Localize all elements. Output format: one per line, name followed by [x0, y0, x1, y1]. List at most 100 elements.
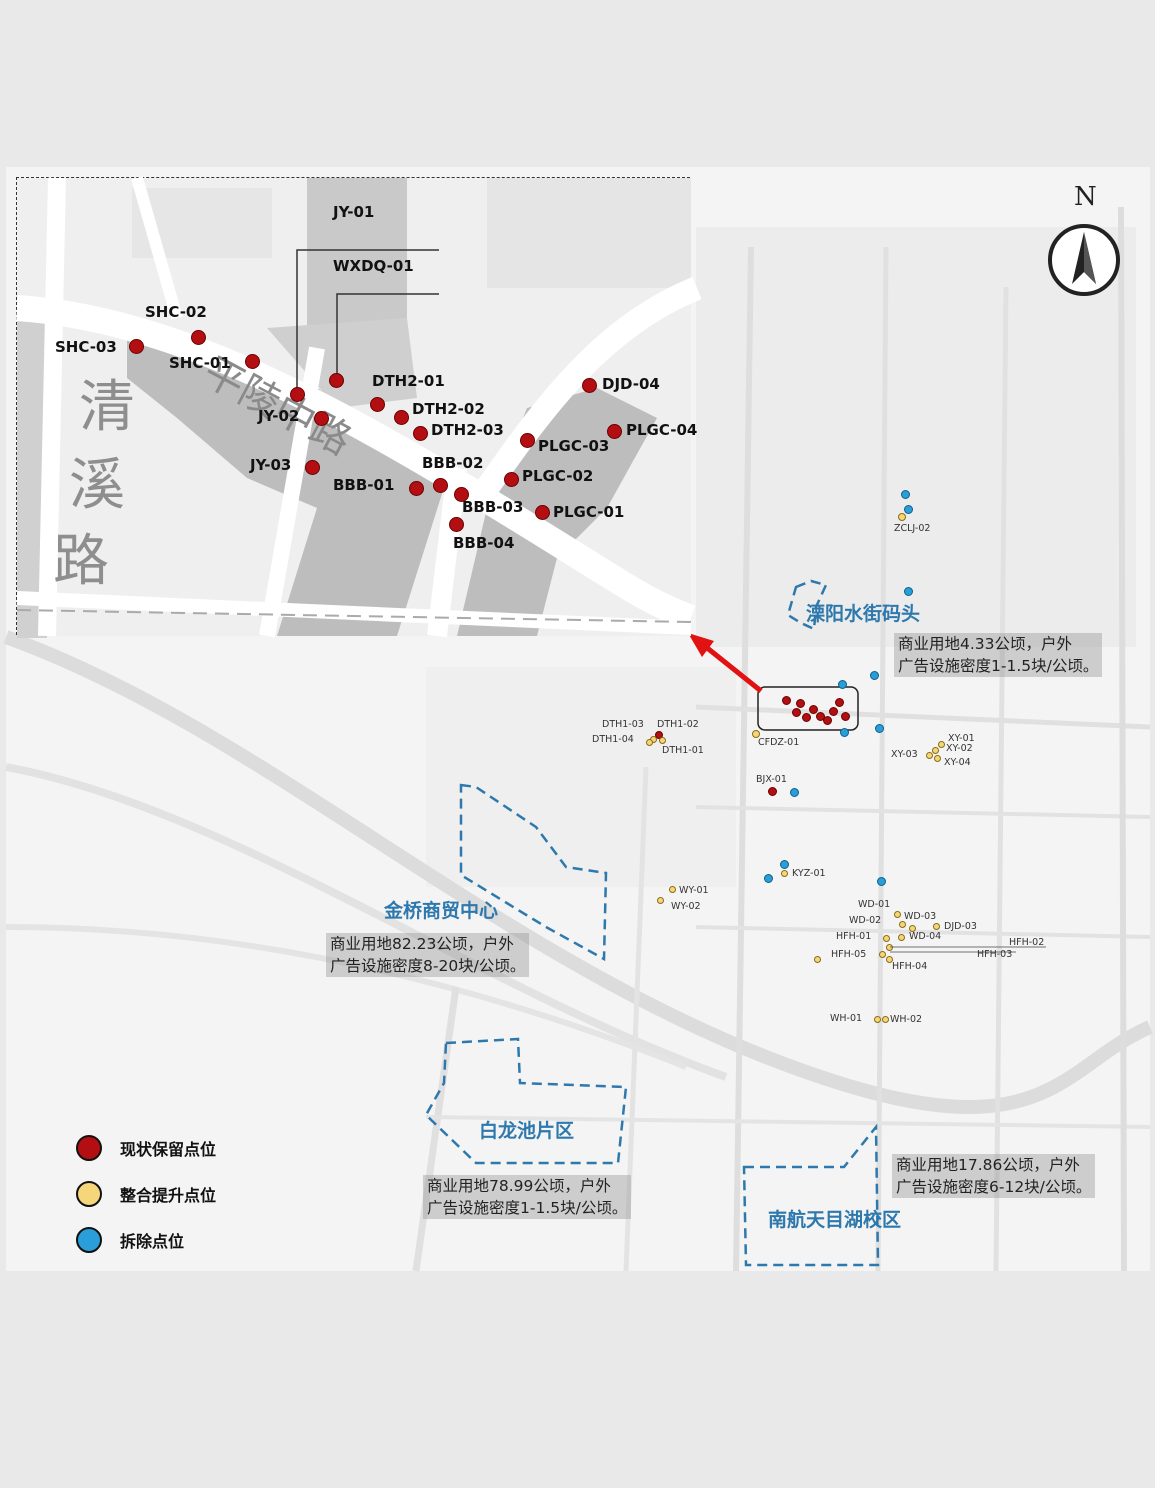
- point-label: BBB-03: [462, 498, 524, 516]
- map-marker[interactable]: [841, 712, 850, 721]
- map-marker-red[interactable]: [433, 478, 448, 493]
- map-marker-red[interactable]: [314, 411, 329, 426]
- map-marker[interactable]: [904, 587, 913, 596]
- point-label: WD-04: [909, 931, 942, 942]
- map-marker[interactable]: [877, 877, 886, 886]
- point-label: JY-01: [333, 203, 375, 221]
- map-marker-red[interactable]: [370, 397, 385, 412]
- map-marker[interactable]: [879, 951, 886, 958]
- map-marker[interactable]: [934, 755, 941, 762]
- map-marker[interactable]: [886, 956, 893, 963]
- map-marker[interactable]: [659, 737, 666, 744]
- map-marker[interactable]: [790, 788, 799, 797]
- map-marker[interactable]: [875, 724, 884, 733]
- point-label: PLGC-02: [522, 467, 594, 485]
- map-marker-red[interactable]: [305, 460, 320, 475]
- point-label: DTH2-02: [412, 400, 485, 418]
- map-marker[interactable]: [932, 747, 939, 754]
- point-label: PLGC-01: [553, 503, 625, 521]
- point-label: DTH1-02: [657, 719, 699, 730]
- point-label: DTH2-01: [372, 372, 445, 390]
- map-marker-red[interactable]: [607, 424, 622, 439]
- legend-item-upgrade: 整合提升点位: [76, 1179, 216, 1209]
- map-marker[interactable]: [883, 935, 890, 942]
- map-marker[interactable]: [909, 925, 916, 932]
- zone-info: 商业用地78.99公顷，户外 广告设施密度1-1.5块/公顷。: [423, 1175, 632, 1219]
- map-marker[interactable]: [796, 699, 805, 708]
- map-marker[interactable]: [899, 921, 906, 928]
- point-label: PLGC-03: [538, 437, 610, 455]
- road-label: 溪: [69, 453, 125, 518]
- zone-info: 商业用地4.33公顷，户外 广告设施密度1-1.5块/公顷。: [894, 633, 1103, 677]
- map-marker-red[interactable]: [454, 487, 469, 502]
- zone-info: 商业用地82.23公顷，户外 广告设施密度8-20块/公顷。: [326, 933, 530, 977]
- map-marker[interactable]: [792, 708, 801, 717]
- map-marker-red[interactable]: [535, 505, 550, 520]
- map-marker[interactable]: [646, 739, 653, 746]
- map-marker-red[interactable]: [290, 387, 305, 402]
- point-label: DTH1-03: [602, 719, 644, 730]
- map-marker-red[interactable]: [329, 373, 344, 388]
- zone-title: 金桥商贸中心: [384, 900, 499, 922]
- map-marker[interactable]: [886, 944, 893, 951]
- map-marker-red[interactable]: [409, 481, 424, 496]
- map-canvas[interactable]: ZCLJ-02 CFDZ-01 DTH1-03 DTH1-02 DTH1-04 …: [3, 167, 1153, 1272]
- map-marker[interactable]: [894, 911, 901, 918]
- map-marker-red[interactable]: [449, 517, 464, 532]
- point-label: HFH-03: [977, 949, 1013, 960]
- map-marker[interactable]: [764, 874, 773, 883]
- map-marker[interactable]: [840, 728, 849, 737]
- map-marker[interactable]: [802, 713, 811, 722]
- map-marker[interactable]: [870, 671, 879, 680]
- map-marker[interactable]: [782, 696, 791, 705]
- point-label: DTH2-03: [431, 421, 504, 439]
- point-label: SHC-01: [169, 354, 231, 372]
- point-label: BBB-02: [422, 454, 484, 472]
- map-marker[interactable]: [829, 707, 838, 716]
- map-marker-red[interactable]: [394, 410, 409, 425]
- zone-title: 白龙池片区: [479, 1120, 575, 1142]
- map-marker[interactable]: [780, 860, 789, 869]
- map-marker[interactable]: [768, 787, 777, 796]
- map-marker[interactable]: [898, 513, 906, 521]
- map-marker[interactable]: [657, 897, 664, 904]
- map-marker[interactable]: [938, 741, 945, 748]
- inset-detail-map[interactable]: 清 溪 路 平陵中路 JY-01 WXDQ-01 SHC-02 SHC-03 S…: [16, 176, 702, 638]
- map-marker-red[interactable]: [520, 433, 535, 448]
- point-label: WD-01: [858, 899, 891, 910]
- map-marker[interactable]: [898, 934, 905, 941]
- map-marker-red[interactable]: [413, 426, 428, 441]
- map-marker-red[interactable]: [245, 354, 260, 369]
- map-marker[interactable]: [752, 730, 760, 738]
- map-marker[interactable]: [809, 705, 818, 714]
- point-label: HFH-02: [1009, 937, 1045, 948]
- map-marker[interactable]: [814, 956, 821, 963]
- map-marker[interactable]: [933, 923, 940, 930]
- map-marker[interactable]: [835, 698, 844, 707]
- point-label: DTH1-04: [592, 734, 634, 745]
- map-marker[interactable]: [904, 505, 913, 514]
- legend-item-retain: 现状保留点位: [76, 1133, 216, 1163]
- map-marker[interactable]: [669, 886, 676, 893]
- legend-yellow-swatch: [76, 1181, 102, 1207]
- map-marker-red[interactable]: [582, 378, 597, 393]
- map-marker[interactable]: [874, 1016, 881, 1023]
- map-marker-red[interactable]: [504, 472, 519, 487]
- point-label: HFH-04: [892, 961, 928, 972]
- map-marker[interactable]: [901, 490, 910, 499]
- map-marker[interactable]: [781, 870, 788, 877]
- map-marker[interactable]: [882, 1016, 889, 1023]
- map-marker-red[interactable]: [191, 330, 206, 345]
- compass-icon: [1048, 224, 1120, 296]
- point-label: DJD-04: [602, 375, 660, 393]
- point-label: WH-01: [830, 1013, 863, 1024]
- map-marker[interactable]: [823, 716, 832, 725]
- map-marker[interactable]: [926, 752, 933, 759]
- point-label: HFH-05: [831, 949, 867, 960]
- point-label: XY-02: [946, 743, 973, 754]
- map-marker-red[interactable]: [129, 339, 144, 354]
- map-marker[interactable]: [838, 680, 847, 689]
- point-label: XY-04: [944, 757, 971, 768]
- point-label: XY-01: [948, 733, 975, 744]
- point-label: SHC-02: [145, 303, 207, 321]
